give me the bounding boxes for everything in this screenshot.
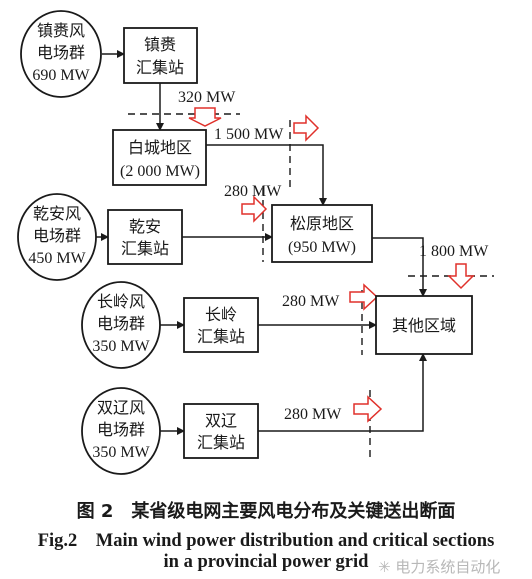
flow-shuangliao-other: 280 MW <box>284 406 342 423</box>
region-other-name: 其他区域 <box>392 317 456 335</box>
flow-baicheng-songyuan: 1 500 MW <box>214 126 284 143</box>
hollow-down-arrow-icon <box>188 107 222 127</box>
watermark: ✳ 电力系统自动化 <box>378 556 500 577</box>
region-baicheng-load: (2 000 MW) <box>120 163 200 180</box>
station-zhenlai: 镇赉 汇集站 <box>123 27 198 84</box>
farm-zhenlai-capacity: 690 MW <box>32 67 90 84</box>
farm-shuangliao-capacity: 350 MW <box>92 444 150 461</box>
station-zhenlai-line2: 汇集站 <box>136 59 184 77</box>
farm-qianan-line1: 乾安风 <box>33 205 81 223</box>
flow-zhenlai-baicheng: 320 MW <box>178 89 236 106</box>
station-qianan-line2: 汇集站 <box>121 240 169 258</box>
farm-changling-line1: 长岭风 <box>97 293 145 311</box>
farm-shuangliao-line1: 双辽风 <box>97 399 145 417</box>
region-other-box <box>375 295 473 355</box>
region-songyuan: 松原地区 (950 MW) <box>271 204 373 263</box>
farm-shuangliao-line2: 电场群 <box>97 421 145 439</box>
caption-chinese: 图 2 某省级电网主要风电分布及关键送出断面 <box>76 501 456 522</box>
region-other: 其他区域 <box>375 295 473 355</box>
station-qianan-line1: 乾安 <box>129 218 161 236</box>
station-shuangliao-line2: 汇集站 <box>197 434 245 452</box>
region-songyuan-name: 松原地区 <box>290 215 354 233</box>
farm-changling-capacity: 350 MW <box>92 338 150 355</box>
station-shuangliao-box <box>183 403 259 459</box>
watermark-text: 电力系统自动化 <box>395 558 501 576</box>
flow-qianan-songyuan: 280 MW <box>224 183 282 200</box>
farm-changling: 长岭风 电场群 350 MW <box>81 281 161 369</box>
connection-lines <box>96 50 427 435</box>
farm-changling-circle <box>81 281 161 369</box>
farm-shuangliao: 双辽风 电场群 350 MW <box>81 387 161 475</box>
region-songyuan-box <box>271 204 373 263</box>
flow-songyuan-other: 1 800 MW <box>419 243 489 260</box>
section-arrows <box>188 107 475 423</box>
hollow-right-arrow-icon <box>293 114 320 142</box>
flow-changling-other: 280 MW <box>282 293 340 310</box>
caption-english-line1: Fig.2 Main wind power distribution and c… <box>37 531 495 551</box>
hollow-right-arrow-icon <box>349 283 379 311</box>
farm-zhenlai-circle <box>20 10 102 98</box>
station-qianan-box <box>107 209 183 265</box>
hollow-right-arrow-icon <box>241 195 268 223</box>
station-changling-line1: 长岭 <box>205 306 237 324</box>
station-zhenlai-line1: 镇赉 <box>144 36 176 54</box>
station-changling-line2: 汇集站 <box>197 328 245 346</box>
farm-changling-line2: 电场群 <box>97 315 145 333</box>
station-zhenlai-box <box>123 27 198 84</box>
region-baicheng: 白城地区 (2 000 MW) <box>112 129 207 186</box>
farm-zhenlai-line1: 镇赉风 <box>37 22 85 40</box>
station-shuangliao: 双辽 汇集站 <box>183 403 259 459</box>
station-qianan: 乾安 汇集站 <box>107 209 183 265</box>
line-shuangliao-other <box>258 353 427 432</box>
caption-english-line2: in a provincial power grid <box>163 552 369 572</box>
line-baicheng-songyuan <box>206 144 327 206</box>
hollow-down-arrow-icon <box>447 263 475 290</box>
hollow-right-arrow-icon <box>353 395 383 423</box>
farm-qianan: 乾安风 电场群 450 MW <box>17 193 97 281</box>
region-songyuan-load: (950 MW) <box>288 239 356 256</box>
farm-qianan-capacity: 450 MW <box>28 250 86 267</box>
farm-zhenlai: 镇赉风 电场群 690 MW <box>20 10 102 98</box>
watermark-logo-icon: ✳ <box>378 558 396 576</box>
station-changling-box <box>183 297 259 353</box>
line-songyuan-other <box>372 237 427 297</box>
region-baicheng-name: 白城地区 <box>128 139 192 157</box>
station-changling: 长岭 汇集站 <box>183 297 259 353</box>
farm-qianan-line2: 电场群 <box>33 227 81 245</box>
farm-zhenlai-line2: 电场群 <box>37 44 85 62</box>
station-shuangliao-line1: 双辽 <box>205 412 237 430</box>
farm-qianan-circle <box>17 193 97 281</box>
farm-shuangliao-circle <box>81 387 161 475</box>
region-baicheng-box <box>112 129 207 186</box>
